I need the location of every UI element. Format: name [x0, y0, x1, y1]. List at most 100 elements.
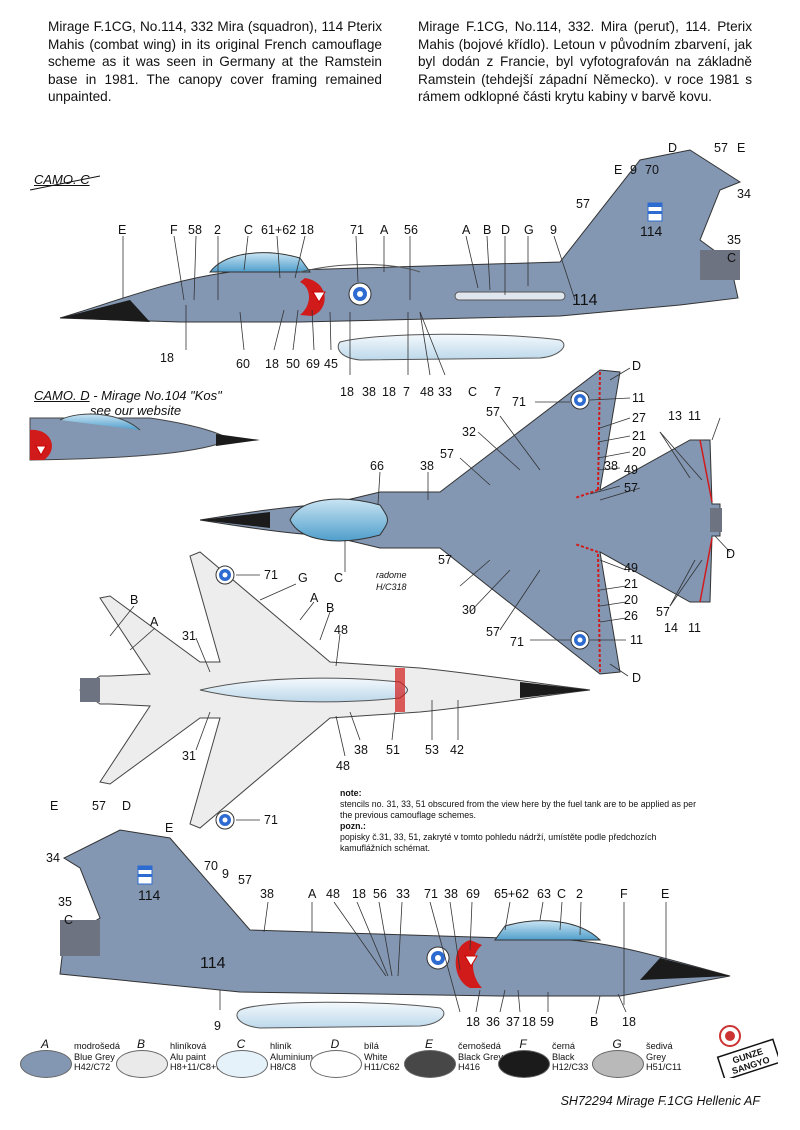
svg-text:36: 36 [486, 1015, 500, 1029]
svg-text:A: A [308, 887, 317, 901]
svg-text:59: 59 [540, 1015, 554, 1029]
svg-text:57: 57 [486, 625, 500, 639]
svg-text:D: D [726, 547, 735, 561]
svg-text:65+62: 65+62 [494, 887, 529, 901]
svg-text:A: A [462, 223, 471, 237]
svg-text:D: D [501, 223, 510, 237]
svg-text:9: 9 [550, 223, 557, 237]
svg-text:11: 11 [688, 621, 701, 635]
svg-text:58: 58 [188, 223, 202, 237]
svg-text:48: 48 [326, 887, 340, 901]
svg-text:57: 57 [656, 605, 670, 619]
gunze-sangyo-logo: GUNZE SANGYO [716, 1025, 778, 1078]
svg-text:71: 71 [510, 635, 524, 649]
svg-text:61+62: 61+62 [261, 223, 296, 237]
top-view [199, 369, 722, 675]
svg-text:35: 35 [58, 895, 72, 909]
svg-text:D: D [122, 799, 131, 813]
svg-text:71: 71 [512, 395, 526, 409]
svg-text:114: 114 [138, 887, 161, 903]
svg-text:56: 56 [404, 223, 418, 237]
svg-text:56: 56 [373, 887, 387, 901]
intro-english: Mirage F.1CG, No.114, 332 Mira (squadron… [48, 19, 382, 104]
svg-text:66: 66 [370, 459, 384, 473]
svg-text:70: 70 [204, 859, 218, 873]
svg-text:71: 71 [264, 568, 278, 582]
svg-text:B: B [483, 223, 491, 237]
svg-text:18: 18 [160, 351, 174, 365]
svg-text:F: F [620, 887, 628, 901]
svg-text:33: 33 [438, 385, 452, 399]
side-view-1: 114 114 [59, 149, 742, 361]
svg-text:18: 18 [300, 223, 314, 237]
svg-text:32: 32 [462, 425, 476, 439]
svg-text:C: C [334, 571, 343, 585]
svg-text:18: 18 [382, 385, 396, 399]
svg-text:11: 11 [630, 633, 643, 647]
radome-label: radome [376, 570, 407, 580]
svg-text:33: 33 [396, 887, 410, 901]
svg-text:38: 38 [444, 887, 458, 901]
svg-text:E: E [661, 887, 669, 901]
svg-text:G: G [298, 571, 308, 585]
svg-text:57: 57 [440, 447, 454, 461]
svg-text:49: 49 [624, 561, 638, 575]
svg-text:9: 9 [214, 1019, 221, 1033]
svg-text:114: 114 [572, 292, 598, 309]
svg-text:21: 21 [624, 577, 638, 591]
intro-czech: Mirage F.1CG, No.114, 332. Mira (peruť),… [418, 19, 752, 104]
svg-text:57: 57 [576, 197, 590, 211]
svg-text:45: 45 [324, 357, 338, 371]
svg-text:B: B [590, 1015, 598, 1029]
svg-text:49: 49 [624, 463, 638, 477]
svg-text:71: 71 [264, 813, 278, 827]
svg-text:31: 31 [182, 749, 196, 763]
svg-text:27: 27 [632, 411, 646, 425]
svg-text:34: 34 [737, 187, 751, 201]
svg-text:E: E [118, 223, 126, 237]
svg-text:E: E [614, 163, 622, 177]
svg-text:11: 11 [632, 391, 645, 405]
svg-text:69: 69 [466, 887, 480, 901]
svg-text:63: 63 [537, 887, 551, 901]
svg-text:20: 20 [632, 445, 646, 459]
svg-text:57: 57 [438, 553, 452, 567]
svg-text:57: 57 [714, 141, 728, 155]
svg-text:13: 13 [668, 409, 682, 423]
svg-text:70: 70 [645, 163, 659, 177]
svg-text:38: 38 [604, 459, 618, 473]
svg-text:21: 21 [632, 429, 646, 443]
svg-text:A: A [380, 223, 389, 237]
svg-text:E: E [737, 141, 745, 155]
svg-text:14: 14 [664, 621, 678, 635]
svg-text:B: B [130, 593, 138, 607]
svg-text:B: B [326, 601, 334, 615]
svg-text:114: 114 [200, 955, 226, 972]
svg-text:C: C [64, 913, 73, 927]
svg-text:2: 2 [214, 223, 221, 237]
svg-text:71: 71 [424, 887, 438, 901]
svg-text:71: 71 [350, 223, 364, 237]
svg-text:18: 18 [466, 1015, 480, 1029]
svg-text:50: 50 [286, 357, 300, 371]
radome-code: H/C318 [376, 582, 407, 592]
svg-text:E: E [50, 799, 58, 813]
svg-text:18: 18 [352, 887, 366, 901]
svg-text:35: 35 [727, 233, 741, 247]
svg-text:20: 20 [624, 593, 638, 607]
product-footer: SH72294 Mirage F.1CG Hellenic AF [560, 1094, 760, 1108]
camo-d-title: CAMO. D - Mirage No.104 "Kos"see our web… [34, 388, 222, 418]
svg-text:31: 31 [182, 629, 196, 643]
svg-text:18: 18 [522, 1015, 536, 1029]
svg-text:48: 48 [420, 385, 434, 399]
svg-text:60: 60 [236, 357, 250, 371]
svg-text:2: 2 [576, 887, 583, 901]
svg-text:D: D [632, 671, 641, 685]
